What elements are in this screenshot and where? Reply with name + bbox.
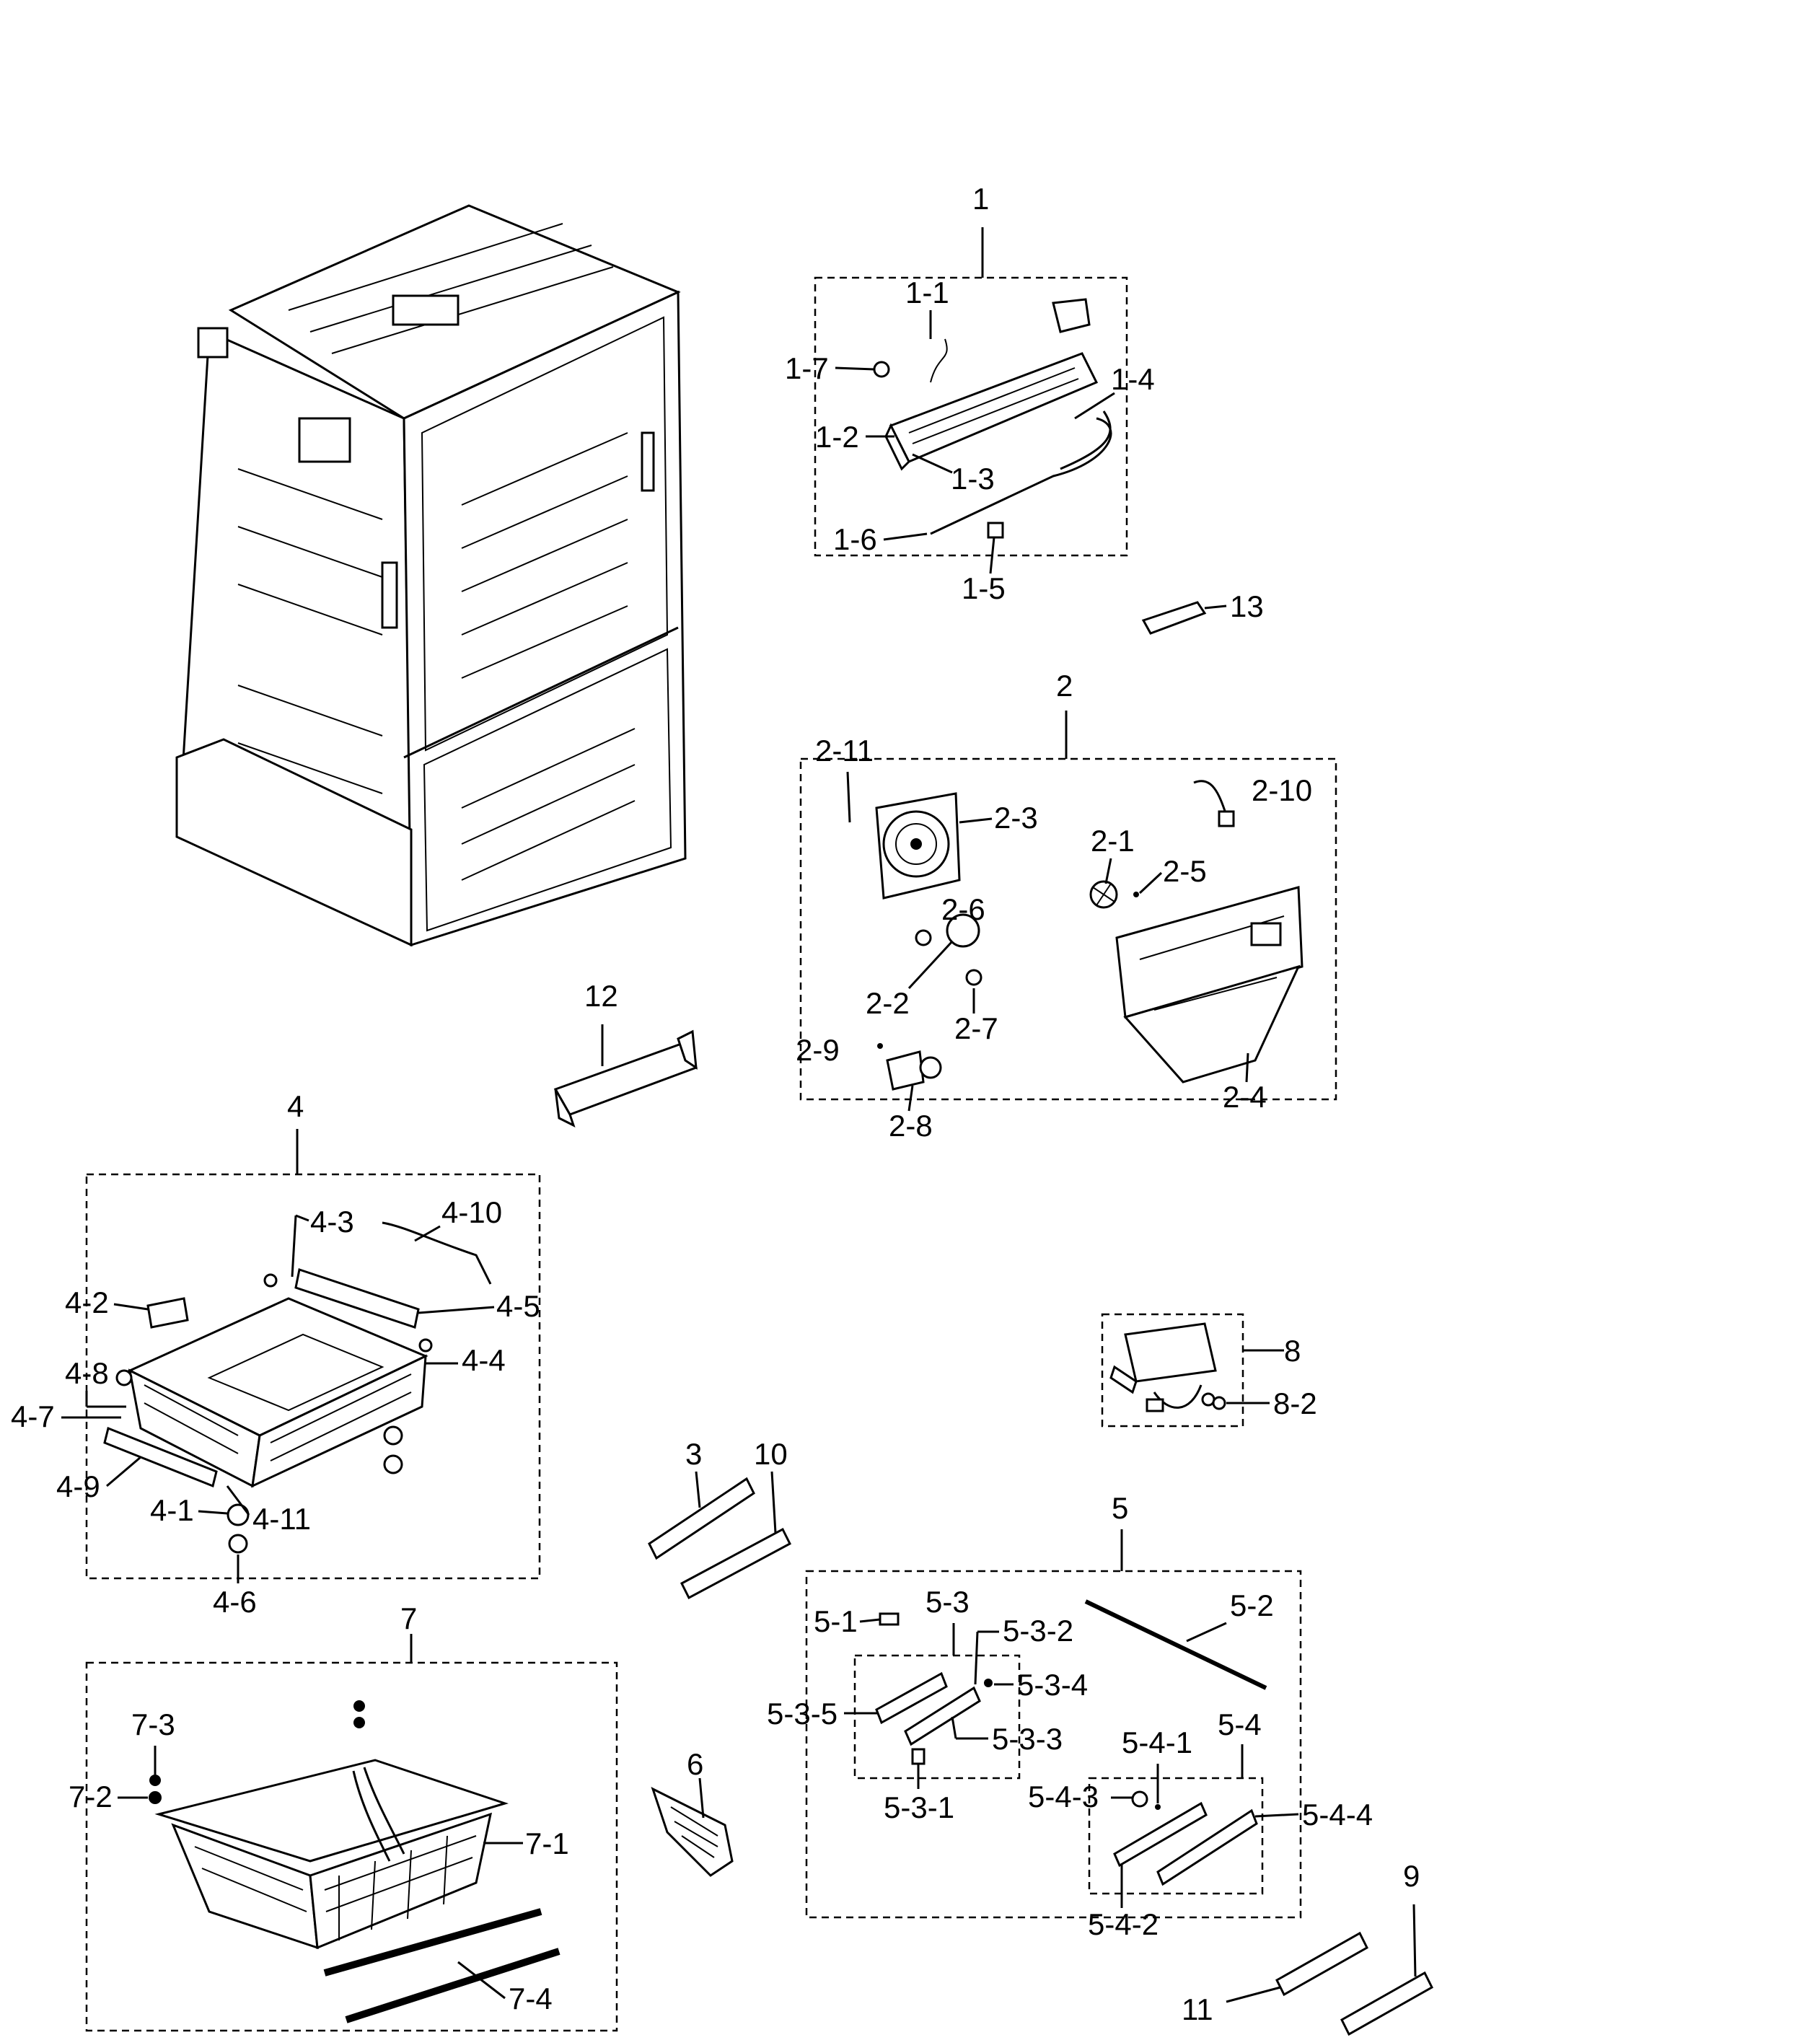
- callout-5-3-5: 5-3-5: [767, 1697, 838, 1731]
- callout-4-10: 4-10: [441, 1195, 502, 1229]
- callout-5-4-4: 5-4-4: [1302, 1798, 1373, 1832]
- callout-13: 13: [1230, 589, 1264, 623]
- callout-7: 7: [400, 1601, 417, 1635]
- drawer-4-drawing: [103, 1221, 492, 1554]
- callout-2-5: 2-5: [1163, 854, 1207, 888]
- callout-4-8: 4-8: [65, 1356, 109, 1390]
- callout-3: 3: [685, 1437, 702, 1471]
- part-6-drawing: [651, 1787, 734, 1877]
- callout-4-3: 4-3: [310, 1205, 354, 1239]
- callout-4-11: 4-11: [252, 1502, 311, 1536]
- callout-1-5: 1-5: [962, 571, 1006, 605]
- callout-12: 12: [584, 979, 618, 1013]
- callout-2-4: 2-4: [1223, 1080, 1267, 1114]
- part-5-2-rod: [1084, 1599, 1267, 1690]
- callout-5-4-2: 5-4-2: [1088, 1907, 1159, 1941]
- part-9-drawing: [1340, 1971, 1433, 2036]
- callout-4-5: 4-5: [496, 1289, 540, 1323]
- callout-1-6: 1-6: [833, 522, 877, 556]
- callout-2-10: 2-10: [1252, 773, 1312, 807]
- part-5-1-drawing: [879, 1612, 900, 1626]
- callout-4: 4: [287, 1089, 304, 1123]
- part-8-drawing: [1109, 1322, 1226, 1412]
- callout-1-2: 1-2: [815, 420, 859, 454]
- group-5-3-box: [853, 1654, 1021, 1780]
- callout-5-4-1: 5-4-1: [1122, 1725, 1192, 1759]
- callout-1-3: 1-3: [951, 462, 995, 496]
- callout-5-4-3: 5-4-3: [1028, 1780, 1099, 1813]
- callout-4-6: 4-6: [213, 1585, 257, 1619]
- callout-5-3: 5-3: [926, 1585, 970, 1619]
- callout-2-2: 2-2: [866, 986, 910, 1020]
- callout-8: 8: [1284, 1334, 1301, 1368]
- callout-2: 2: [1056, 669, 1073, 703]
- callout-5-3-2: 5-3-2: [1003, 1614, 1073, 1648]
- group-5-box: [805, 1570, 1302, 1919]
- callout-7-4: 7-4: [509, 1982, 553, 2015]
- callout-4-9: 4-9: [56, 1469, 100, 1503]
- part-5-4-drawing: [1113, 1790, 1258, 1886]
- callout-1-1: 1-1: [905, 276, 949, 309]
- callout-8-2: 8-2: [1273, 1386, 1317, 1420]
- callout-7-2: 7-2: [69, 1780, 113, 1813]
- part-10-drawing: [680, 1527, 791, 1600]
- part-13-drawing: [1141, 601, 1207, 635]
- callout-2-6: 2-6: [941, 892, 985, 926]
- part-11-drawing: [1275, 1931, 1368, 1997]
- callout-5-4: 5-4: [1218, 1707, 1262, 1741]
- callout-2-1: 2-1: [1091, 824, 1135, 858]
- callout-2-7: 2-7: [954, 1011, 998, 1045]
- callout-4-1: 4-1: [150, 1493, 194, 1527]
- group-7-box: [85, 1661, 618, 2032]
- callout-7-1: 7-1: [525, 1826, 569, 1860]
- group-5-4-box: [1088, 1777, 1264, 1895]
- callout-10: 10: [754, 1437, 788, 1471]
- callout-5-3-1: 5-3-1: [884, 1790, 954, 1824]
- callout-4-4: 4-4: [462, 1343, 506, 1377]
- callout-1-7: 1-7: [785, 351, 829, 385]
- callout-6: 6: [687, 1747, 703, 1781]
- callout-2-8: 2-8: [889, 1109, 933, 1143]
- callout-4-7: 4-7: [11, 1399, 55, 1433]
- basket-7-drawing: [149, 1700, 560, 2023]
- group-4-box: [85, 1173, 541, 1580]
- callout-2-11: 2-11: [815, 734, 874, 768]
- callout-5-1: 5-1: [814, 1604, 858, 1638]
- callout-1-4: 1-4: [1111, 362, 1155, 396]
- evaporator-cover-drawing: [873, 298, 1112, 539]
- callout-1: 1: [972, 182, 989, 216]
- cabinet-drawing: [175, 204, 687, 947]
- fan-assembly-drawing: [875, 780, 1304, 1091]
- group-2-box: [799, 757, 1337, 1101]
- group-8-box: [1101, 1313, 1244, 1428]
- callout-5-2: 5-2: [1230, 1588, 1274, 1622]
- callout-7-3: 7-3: [131, 1707, 175, 1741]
- part-3-drawing: [648, 1477, 755, 1560]
- callout-5-3-3: 5-3-3: [992, 1722, 1063, 1756]
- callout-2-3: 2-3: [994, 801, 1038, 835]
- part-5-3-drawing: [875, 1671, 993, 1765]
- callout-5: 5: [1112, 1491, 1128, 1525]
- callout-4-2: 4-2: [65, 1285, 109, 1319]
- callout-5-3-4: 5-3-4: [1017, 1668, 1088, 1702]
- callout-9: 9: [1403, 1859, 1420, 1893]
- part-12-drawing: [553, 1029, 698, 1127]
- callout-2-9: 2-9: [796, 1033, 840, 1067]
- callout-11: 11: [1182, 1992, 1213, 2026]
